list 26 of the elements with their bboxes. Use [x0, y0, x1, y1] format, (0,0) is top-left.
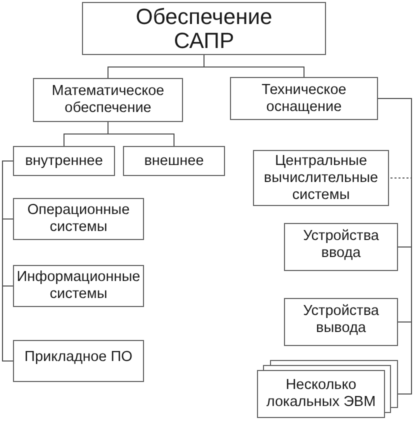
box-label: Обеспечение САПР: [134, 4, 274, 52]
text-box: [82, 2, 326, 55]
box-label: Информационные системы: [16, 269, 142, 303]
text-box: [13, 198, 144, 240]
connector-line: [204, 54, 304, 78]
box-label: внешнее: [144, 152, 204, 170]
box-label: Несколько локальных ЭВМ: [265, 377, 377, 411]
connector-line: [2, 160, 14, 362]
box-label: Центральные вычислительные системы: [262, 152, 380, 204]
box-label: Операционные системы: [26, 202, 131, 236]
box-label: внутреннее: [25, 152, 103, 170]
text-box: [123, 146, 225, 176]
text-box: [13, 340, 144, 382]
box-label: Прикладное ПО: [24, 349, 132, 366]
box-label: Техническое оснащение: [260, 82, 348, 116]
text-box: [33, 78, 183, 122]
connector-line: [108, 122, 174, 146]
stacked-box: [257, 360, 398, 418]
text-box: [230, 77, 378, 120]
box-label: Устройства ввода: [302, 228, 380, 262]
text-box: [253, 150, 389, 206]
text-box: [284, 223, 398, 271]
text-box: [284, 298, 398, 346]
box-label: Устройства вывода: [302, 303, 380, 337]
text-box: [13, 146, 115, 176]
box-label: Математическое обеспечение: [50, 83, 166, 117]
